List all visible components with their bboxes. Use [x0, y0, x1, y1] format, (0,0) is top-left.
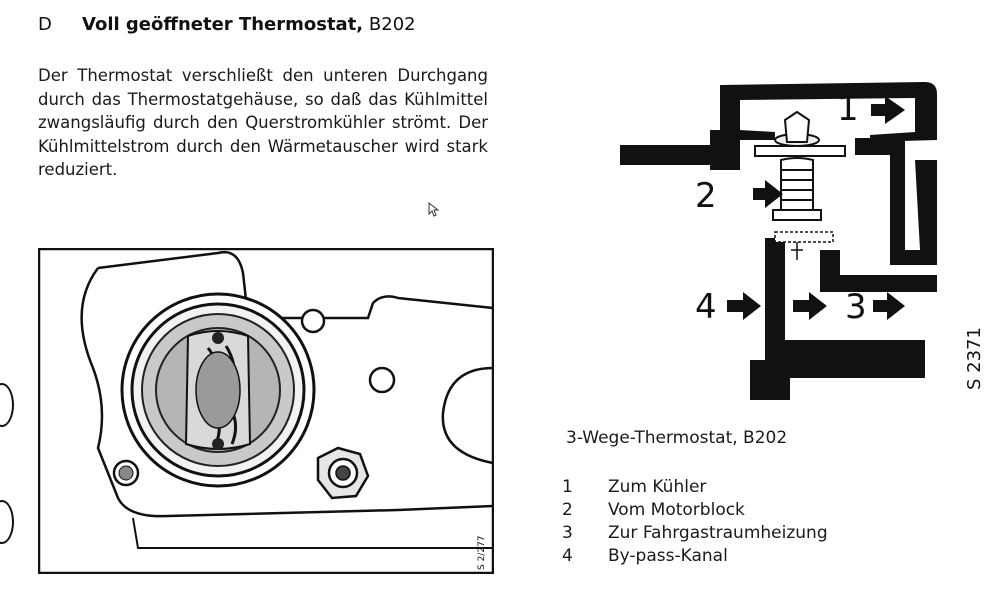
legend-text: Vom Motorblock — [608, 500, 745, 520]
photo-reference: S 2/277 — [477, 535, 487, 570]
legend-number: 3 — [562, 523, 573, 543]
legend-text: By-pass-Kanal — [608, 546, 728, 566]
diagram-label-3: 3 — [845, 287, 867, 327]
legend-number: 4 — [562, 546, 573, 566]
description-paragraph: Der Thermostat verschließt den unteren D… — [38, 66, 488, 179]
legend-item: 1 Zum Kühler — [562, 476, 828, 499]
diagram-label-2: 2 — [695, 176, 717, 216]
thermostat-diagram: 1 2 4 3 S 2371 — [620, 82, 985, 400]
diagram-label-4: 4 — [695, 287, 717, 327]
legend-number: 1 — [562, 477, 573, 497]
diagram-legend: 1 Zum Kühler 2 Vom Motorblock 3 Zur Fahr… — [562, 476, 828, 568]
diagram-label-1: 1 — [837, 89, 859, 129]
section-code: B202 — [368, 14, 416, 35]
section-letter: D — [38, 14, 52, 35]
binding-hole-mark — [0, 500, 14, 544]
diagram-reference: S 2371 — [964, 327, 985, 390]
legend-item: 4 By-pass-Kanal — [562, 545, 828, 568]
legend-item: 3 Zur Fahrgastraumheizung — [562, 522, 828, 545]
diagram-caption: 3-Wege-Thermostat, B202 — [566, 428, 788, 448]
binding-hole-mark — [0, 383, 14, 427]
legend-number: 2 — [562, 500, 573, 520]
mouse-cursor-icon — [428, 202, 440, 217]
legend-item: 2 Vom Motorblock — [562, 499, 828, 522]
section-heading: D Voll geöffneter Thermostat, B202 — [38, 14, 416, 35]
legend-text: Zum Kühler — [608, 477, 707, 497]
legend-text: Zur Fahrgastraumheizung — [608, 523, 828, 543]
section-title: Voll geöffneter Thermostat, — [82, 14, 364, 35]
thermostat-photo: S 2/277 — [38, 248, 494, 574]
